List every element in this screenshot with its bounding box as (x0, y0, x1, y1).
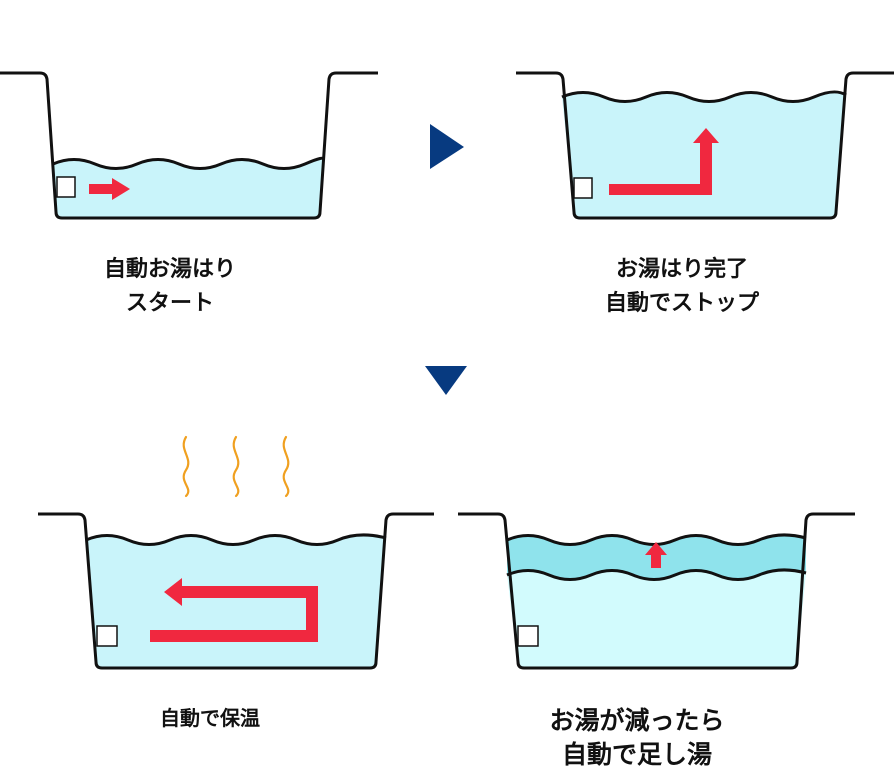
caption-line: お湯が減ったら (549, 706, 725, 735)
triangle-right-icon (430, 124, 464, 169)
inlet-port (517, 625, 539, 647)
fill-flow-arrow-icon (89, 178, 130, 200)
water-surface (561, 90, 847, 103)
water-surface (52, 156, 325, 170)
rise-flow-arrow-icon (609, 128, 719, 195)
caption-line: 自動で足し湯 (561, 740, 712, 769)
caption-auto-top-up: お湯が減ったら 自動で足し湯 (527, 704, 747, 772)
inlet-port (573, 177, 593, 199)
caption-line: お湯はり完了 (615, 257, 748, 282)
steam-wave-icon (282, 435, 290, 498)
caption-fill-complete: お湯はり完了 自動でストップ (582, 253, 782, 321)
caption-line: 自動でストップ (604, 291, 759, 316)
water-fill (86, 534, 386, 668)
inlet-port (56, 176, 76, 198)
tub-outline (0, 71, 378, 220)
steam-wave-icon (182, 435, 190, 498)
inlet-port (96, 625, 118, 647)
tub-fill-complete (516, 71, 894, 220)
tub-auto-fill-start (0, 71, 378, 220)
previous-water-line (506, 568, 807, 581)
steam-wave-icon (232, 435, 240, 498)
circulate-flow-arrow-icon (150, 578, 318, 642)
triangle-down-icon (425, 366, 467, 395)
caption-line: スタート (125, 291, 214, 316)
caption-line: 自動で保温 (160, 706, 260, 730)
tub-outline (458, 512, 855, 670)
water-fill (53, 158, 324, 218)
tub-outline (516, 71, 894, 220)
tub-outline (38, 512, 434, 670)
top-up-arrow-icon (645, 542, 667, 568)
caption-line: 自動お湯はり (103, 257, 236, 282)
water-surface (85, 533, 387, 546)
tub-auto-top-up (458, 512, 855, 670)
caption-auto-fill-start: 自動お湯はり スタート (70, 253, 270, 321)
water-fill (507, 569, 806, 668)
caption-auto-keep-warm: 自動で保温 (110, 701, 310, 735)
steam-group (182, 435, 290, 498)
tub-auto-keep-warm (38, 512, 434, 670)
